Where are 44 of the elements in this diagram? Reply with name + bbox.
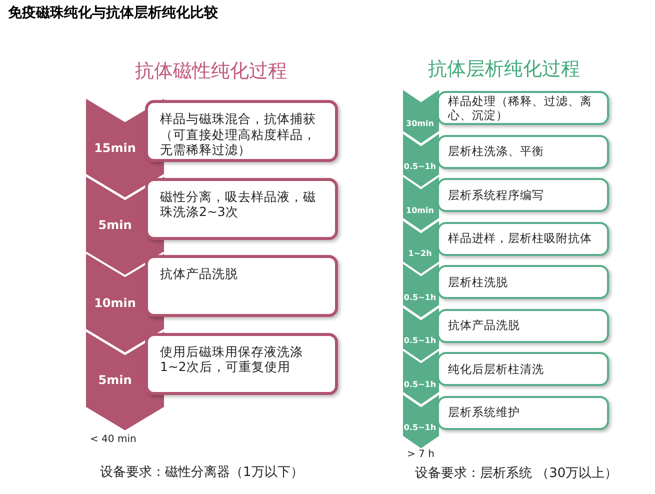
step-text: 使用后磁珠用保存液洗涤1~2次后，可重复使用 xyxy=(160,344,304,375)
duration-label: 0.5~1h xyxy=(402,423,438,432)
column-heading: 抗体磁性纯化过程 xyxy=(135,59,287,84)
chevron-step xyxy=(402,392,440,449)
step-text: 抗体产品洗脱 xyxy=(160,266,238,282)
step-box xyxy=(145,178,338,240)
step-box xyxy=(437,308,609,342)
step-box xyxy=(437,396,609,430)
duration-label: 15min xyxy=(93,140,137,154)
equipment-note: 设备要求：层析系统 （30万以上） xyxy=(415,465,618,482)
step-box xyxy=(437,178,609,212)
step-box xyxy=(437,265,609,299)
step-text: 样品与磁珠混合，抗体捕获（可直接处理高粘度样品，无需稀释过滤） xyxy=(160,111,317,158)
step-text: 层析系统程序编写 xyxy=(448,188,544,202)
step-box xyxy=(437,352,609,386)
duration-label: 5min xyxy=(97,218,133,232)
duration-label: 0.5~1h xyxy=(402,162,438,171)
duration-label: 10min xyxy=(93,296,137,310)
step-text: 抗体产品洗脱 xyxy=(448,318,520,333)
equipment-note: 设备要求：磁性分离器（1万以下） xyxy=(100,464,304,481)
duration-label: 1~2h xyxy=(407,249,433,258)
step-box xyxy=(145,100,338,162)
step-box xyxy=(437,222,609,256)
duration-label: 0.5~1h xyxy=(402,380,438,388)
duration-label: 0.5~1h xyxy=(402,336,438,345)
duration-label: 5min xyxy=(97,373,133,387)
step-box xyxy=(437,91,609,125)
step-text: 层析柱洗涤、平衡 xyxy=(448,144,544,159)
step-text: 样品处理（稀释、过滤、离心、沉淀） xyxy=(448,94,593,122)
step-box xyxy=(145,332,338,394)
step-box xyxy=(145,255,338,317)
duration-label: 30min xyxy=(405,118,435,128)
total-time: > 7 h xyxy=(407,449,434,460)
step-text: 纯化后层析柱清洗 xyxy=(448,362,544,376)
step-text: 层析柱洗脱 xyxy=(448,274,508,290)
step-box xyxy=(437,134,609,168)
diagram-title: 免疫磁珠纯化与抗体层析纯化比较 xyxy=(8,4,218,22)
step-text: 层析系统维护 xyxy=(448,405,520,420)
step-text: 样品进样，层析柱吸附抗体 xyxy=(448,231,592,246)
total-time: < 40 min xyxy=(90,434,136,445)
duration-label: 0.5~1h xyxy=(402,292,438,302)
column-heading: 抗体层析纯化过程 xyxy=(428,57,580,82)
step-text: 磁性分离，吸去样品液，磁珠洗涤2~3次 xyxy=(160,188,317,220)
duration-label: 10min xyxy=(405,206,435,214)
